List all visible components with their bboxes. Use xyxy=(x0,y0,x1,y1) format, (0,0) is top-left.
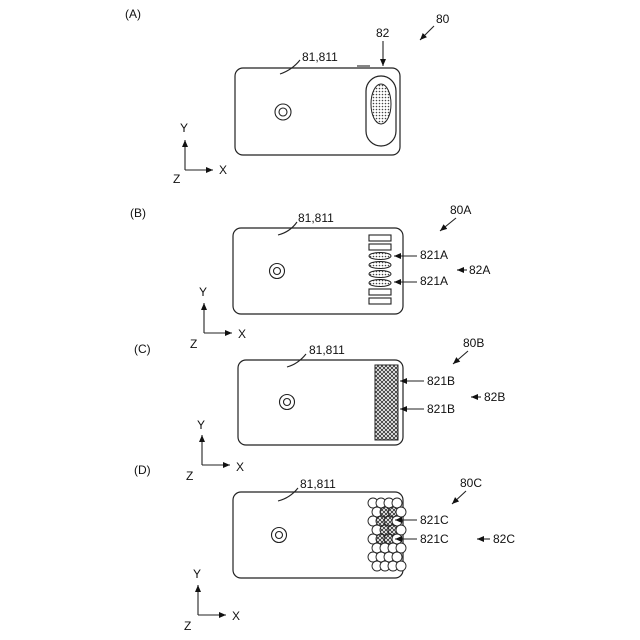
assembly-arrow xyxy=(440,218,456,231)
assembly-label: 80A xyxy=(450,203,471,217)
element-label-1: 821C xyxy=(420,513,449,527)
panel-c: (C) 80B 81,811 821B 821B 82B Y X Z xyxy=(134,336,505,483)
part-label: 82B xyxy=(484,390,505,404)
z-axis-label: Z xyxy=(186,469,193,483)
z-axis-label: Z xyxy=(190,337,197,351)
x-axis-label: X xyxy=(232,609,240,623)
lens-dotted-area xyxy=(371,84,391,124)
panel-d: (D) 80C 81,811 821C 821C 82C Y X Z xyxy=(134,463,515,633)
mesh-area xyxy=(375,365,398,440)
circle-grid xyxy=(368,498,406,571)
grid-circle xyxy=(396,507,406,517)
x-axis-label: X xyxy=(236,460,244,474)
grid-circle xyxy=(392,552,402,562)
element-label-1: 821A xyxy=(420,248,448,262)
panel-label: (A) xyxy=(125,7,141,21)
assembly-label: 80B xyxy=(463,336,484,350)
y-axis-label: Y xyxy=(193,567,201,581)
panel-label: (B) xyxy=(130,206,146,220)
x-axis-label: X xyxy=(238,327,246,341)
axes-indicator: Y X Z xyxy=(186,418,244,483)
axes-indicator: Y X Z xyxy=(184,567,240,633)
assembly-arrow xyxy=(453,351,468,364)
grid-circle xyxy=(392,498,402,508)
body-label: 81,811 xyxy=(300,477,336,491)
grid-circle xyxy=(392,516,402,526)
panel-label: (D) xyxy=(134,463,151,477)
y-axis-label: Y xyxy=(199,285,207,299)
grid-circle xyxy=(396,543,406,553)
body-label: 81,811 xyxy=(309,343,345,357)
panel-a: (A) 80 81,811 82 Y X Z xyxy=(125,7,450,186)
z-axis-label: Z xyxy=(184,619,191,633)
grid-circle xyxy=(396,525,406,535)
body-label: 81,811 xyxy=(302,50,338,64)
z-axis-label: Z xyxy=(173,172,180,186)
part-label: 82C xyxy=(493,532,515,546)
element-label-2: 821B xyxy=(427,402,455,416)
part-label: 82 xyxy=(376,26,390,40)
element-label-1: 821B xyxy=(427,374,455,388)
element-label-2: 821A xyxy=(420,274,448,288)
y-axis-label: Y xyxy=(197,418,205,432)
panel-b: (B) 80A 81,811 821A 821A 82A xyxy=(130,203,490,351)
grid-circle xyxy=(396,561,406,571)
axes-indicator: Y X Z xyxy=(173,121,227,186)
assembly-arrow xyxy=(420,26,434,40)
assembly-label: 80C xyxy=(460,476,482,490)
y-axis-label: Y xyxy=(180,121,188,135)
panel-label: (C) xyxy=(134,342,151,356)
x-axis-label: X xyxy=(219,163,227,177)
element-label-2: 821C xyxy=(420,532,449,546)
assembly-arrow xyxy=(452,491,466,504)
part-label: 82A xyxy=(469,263,490,277)
body-label: 81,811 xyxy=(298,211,334,225)
assembly-label: 80 xyxy=(436,12,450,26)
